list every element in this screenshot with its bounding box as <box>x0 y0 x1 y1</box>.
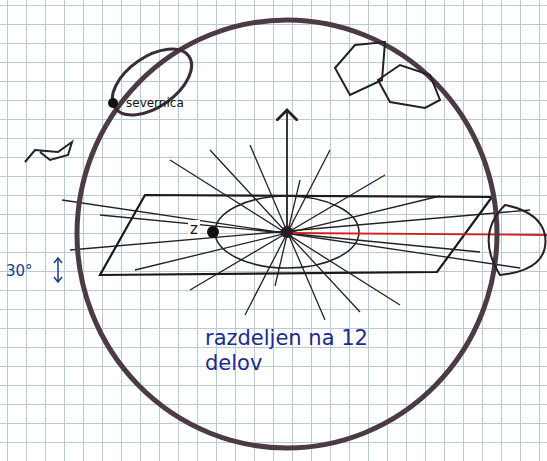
constellations <box>25 42 440 162</box>
lens-shape <box>489 205 546 275</box>
note-text: razdeljen na 12 delov <box>205 326 381 376</box>
axis-arrow <box>286 110 288 232</box>
center-dot <box>281 226 293 238</box>
earth-dot <box>207 226 219 238</box>
sphere <box>77 20 497 448</box>
earth-label: z <box>188 220 200 238</box>
red-line <box>290 233 547 235</box>
angle-arrow <box>54 258 62 282</box>
star-name: severnica <box>126 96 184 110</box>
star-dot <box>108 98 118 108</box>
angle-label: 30° <box>6 262 33 280</box>
constellation-outline <box>101 36 203 129</box>
